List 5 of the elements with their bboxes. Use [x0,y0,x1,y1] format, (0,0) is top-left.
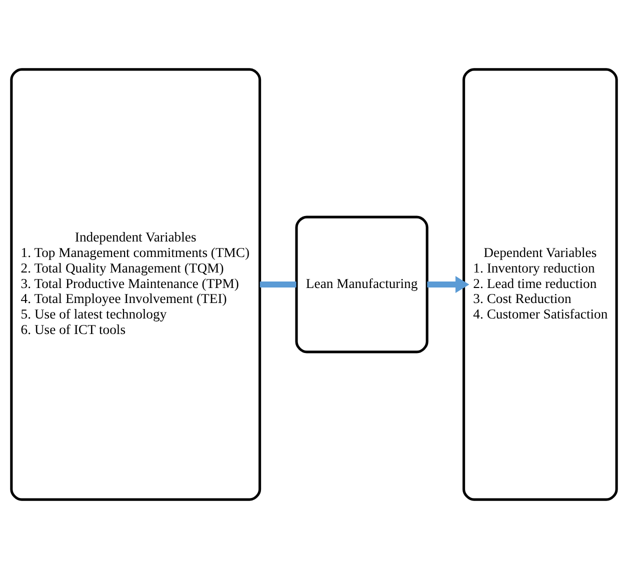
node-box: Independent Variables 1. Top Management commitments (TMC) 2. Total Quality Management (TQM) 3. Total Productive Maintenance (TPM) 4. Total Employee Involvement (TEI) 5. Use of latest technology 6. Use of ICT tools [10,68,262,500]
node-box: Lean Manufacturing [295,215,428,353]
arrow [427,276,470,292]
connector [260,281,296,287]
node-box: Dependent Variables 1. Inventory reduction 2. Lead time reduction 3. Cost Reduction 4. Customer Satisfaction [462,68,618,500]
